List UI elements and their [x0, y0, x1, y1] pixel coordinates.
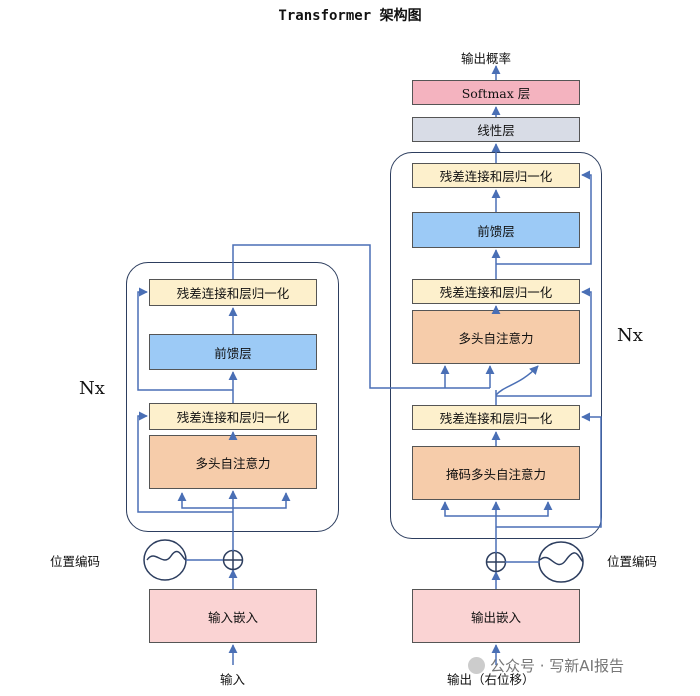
- decoder-add-norm-top: 残差连接和层归一化: [412, 163, 580, 188]
- encoder-add-norm-bottom: 残差连接和层归一化: [149, 403, 317, 430]
- decoder-masked-attention: 掩码多头自注意力: [412, 446, 580, 500]
- decoder-add-norm-bottom: 残差连接和层归一化: [412, 405, 580, 430]
- encoder-add-norm-top: 残差连接和层归一化: [149, 279, 317, 306]
- encoder-input-label: 输入: [220, 672, 246, 687]
- watermark: 公众号 · 写新AI报告: [468, 655, 624, 676]
- wechat-icon: [468, 657, 485, 674]
- encoder-input-embedding: 输入嵌入: [149, 589, 317, 643]
- decoder-positional-encoding-label: 位置编码: [607, 554, 658, 569]
- encoder-nx-label: Nx: [79, 378, 105, 399]
- output-probabilities-label: 输出概率: [461, 51, 512, 66]
- watermark-text: 公众号 · 写新AI报告: [490, 657, 624, 675]
- decoder-feed-forward: 前馈层: [412, 212, 580, 248]
- decoder-cross-attention: 多头自注意力: [412, 310, 580, 364]
- linear-layer: 线性层: [412, 117, 580, 142]
- dec-pos-encoding-symbol: [538, 541, 584, 583]
- decoder-nx-label: Nx: [617, 325, 643, 346]
- encoder-positional-encoding-label: 位置编码: [50, 554, 101, 569]
- enc-add-op: [222, 549, 244, 571]
- softmax-layer: Softmax 层: [412, 80, 580, 105]
- enc-pos-encoding-symbol: [143, 539, 187, 581]
- decoder-add-norm-middle: 残差连接和层归一化: [412, 279, 580, 304]
- encoder-feed-forward: 前馈层: [149, 334, 317, 370]
- encoder-self-attention: 多头自注意力: [149, 435, 317, 489]
- dec-add-op: [485, 551, 507, 573]
- decoder-output-embedding: 输出嵌入: [412, 589, 580, 643]
- decoder-output-label: 输出（右位移）: [447, 672, 535, 687]
- diagram-title: Transformer 架构图: [278, 8, 422, 24]
